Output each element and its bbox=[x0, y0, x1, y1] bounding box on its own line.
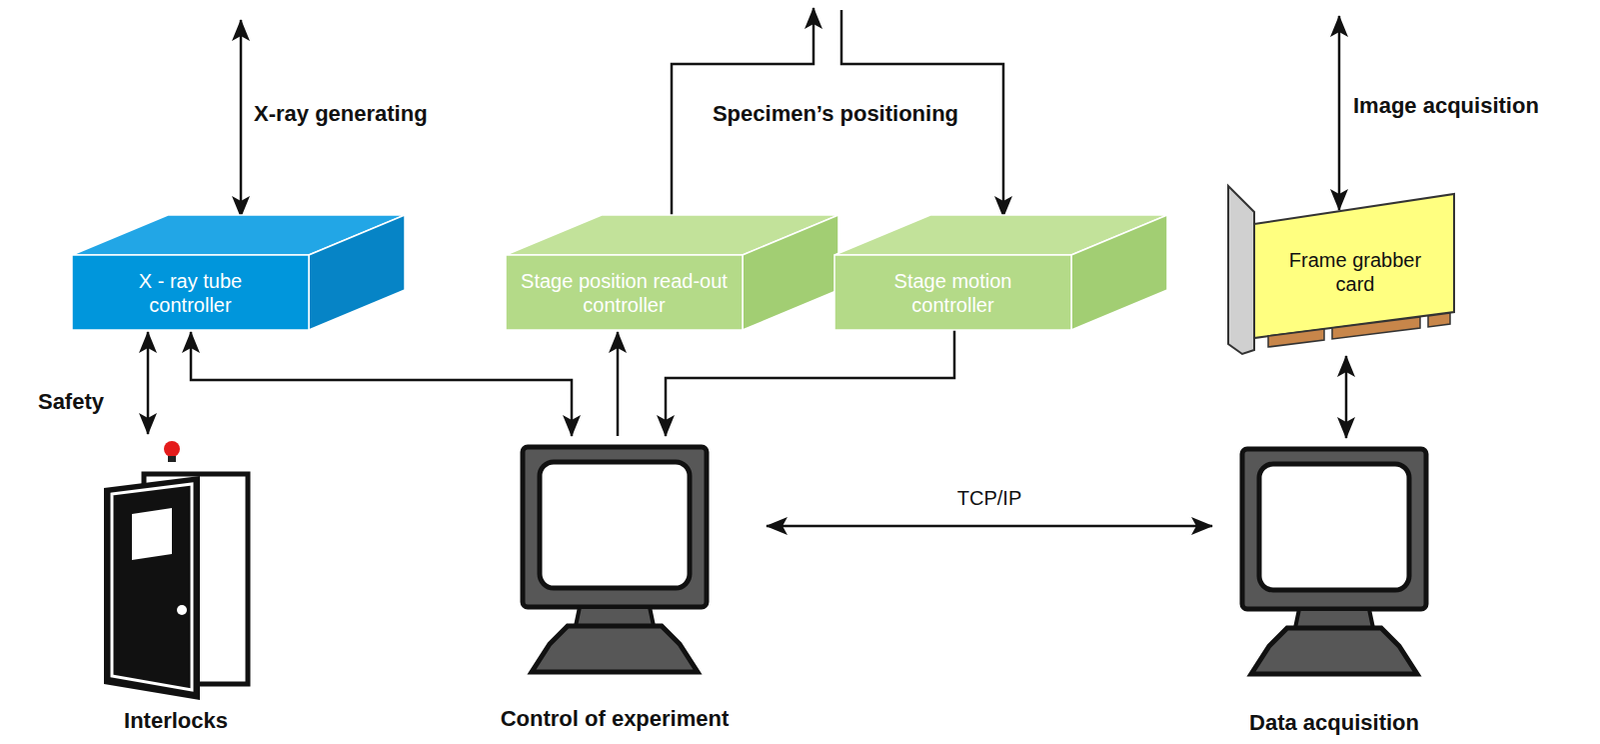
connector-arrow bbox=[190, 331, 572, 436]
signal-label: Specimen’s positioning bbox=[710, 100, 961, 127]
controller-label: X - ray tube controller bbox=[110, 268, 271, 317]
icon-caption: Control of experiment bbox=[464, 705, 765, 732]
connector-arrow bbox=[146, 331, 150, 434]
image-arrow bbox=[1338, 15, 1342, 210]
edge-label: TCP/IP bbox=[955, 486, 1024, 510]
controller-box: Stage position read-out controller bbox=[505, 254, 743, 330]
computer-icon bbox=[1239, 445, 1430, 678]
signal-label: X-ray generating bbox=[251, 100, 430, 127]
controller-label: Stage position read-out controller bbox=[519, 268, 730, 317]
connector-arrow bbox=[766, 524, 1213, 528]
controller-label: Stage motion controller bbox=[873, 268, 1034, 317]
icon-caption: Interlocks bbox=[99, 707, 252, 734]
xray-arrow bbox=[239, 19, 243, 217]
computer-icon bbox=[519, 443, 710, 676]
control-computer: Control of experiment bbox=[464, 443, 765, 732]
interlock-door: Interlocks bbox=[99, 437, 252, 734]
door-icon bbox=[99, 437, 252, 702]
card-text-area: Frame grabber card bbox=[1260, 223, 1451, 319]
controller-box: Stage motion controller bbox=[834, 254, 1072, 330]
frame-grabber-card: Frame grabber card bbox=[1224, 183, 1457, 354]
connector-arrow bbox=[616, 331, 620, 436]
card-label: Frame grabber card bbox=[1280, 247, 1431, 296]
acquisition-computer: Data acquisition bbox=[1214, 445, 1455, 736]
signal-label: Image acquisition bbox=[1351, 92, 1542, 119]
connector-arrow bbox=[1345, 355, 1349, 438]
controller-box: X - ray tube controller bbox=[71, 254, 309, 330]
edge-label: Safety bbox=[35, 388, 106, 415]
icon-caption: Data acquisition bbox=[1214, 709, 1455, 736]
connector-arrow bbox=[665, 329, 955, 436]
